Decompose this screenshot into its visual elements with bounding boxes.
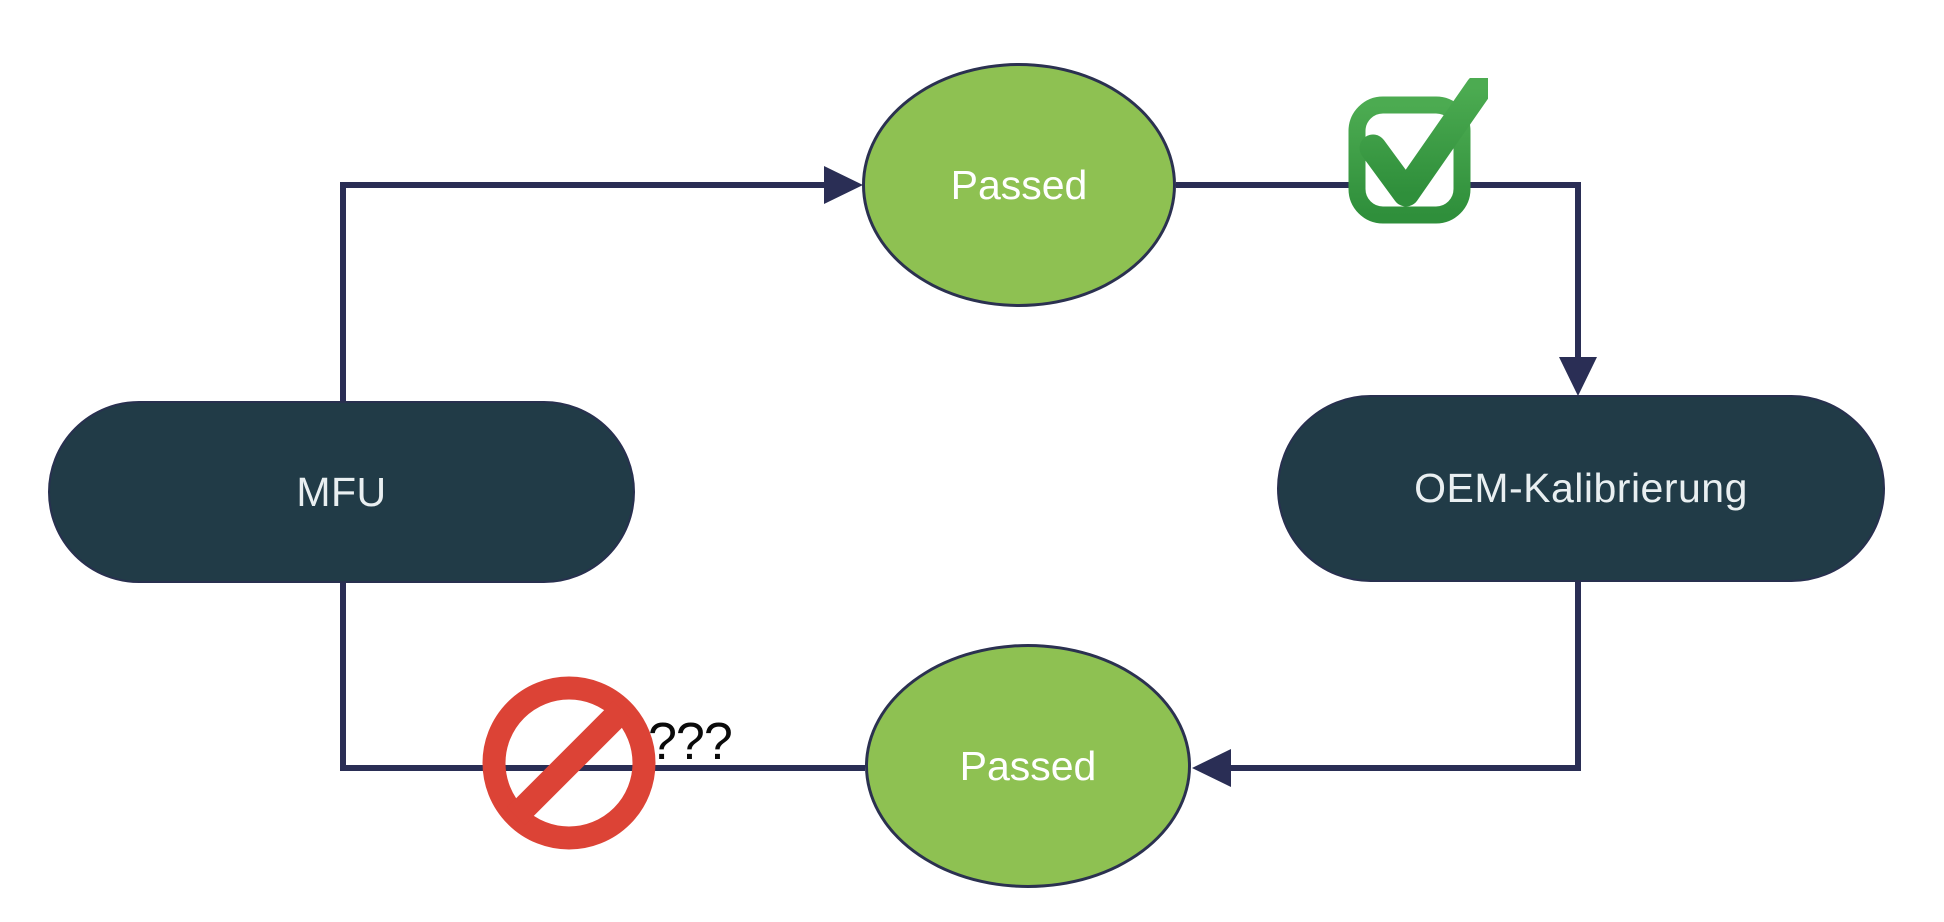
node-mfu-label: MFU [296,468,387,515]
state-passed-top: Passed [862,63,1176,307]
edge-passed-bottom-to-mfu [340,583,865,771]
arrowhead-into-oem [1559,357,1597,396]
state-passed-bottom-label: Passed [959,742,1097,789]
edge-passed-top-to-oem [1176,182,1581,362]
node-mfu: MFU [48,401,635,583]
state-passed-top-label: Passed [950,161,1088,208]
prohibited-icon [482,676,656,850]
edge-mfu-to-passed-top [340,182,828,401]
state-passed-bottom: Passed [865,644,1191,888]
node-oem-kalibrierung: OEM-Kalibrierung [1277,395,1885,582]
node-oem-kalibrierung-label: OEM-Kalibrierung [1414,465,1748,511]
question-marks-label: ??? [648,713,733,771]
checked-checkbox-icon [1348,78,1488,224]
arrowhead-into-passed-top [824,166,863,204]
edge-oem-to-passed-bottom [1227,582,1581,771]
arrowhead-into-passed-bottom [1192,749,1231,787]
